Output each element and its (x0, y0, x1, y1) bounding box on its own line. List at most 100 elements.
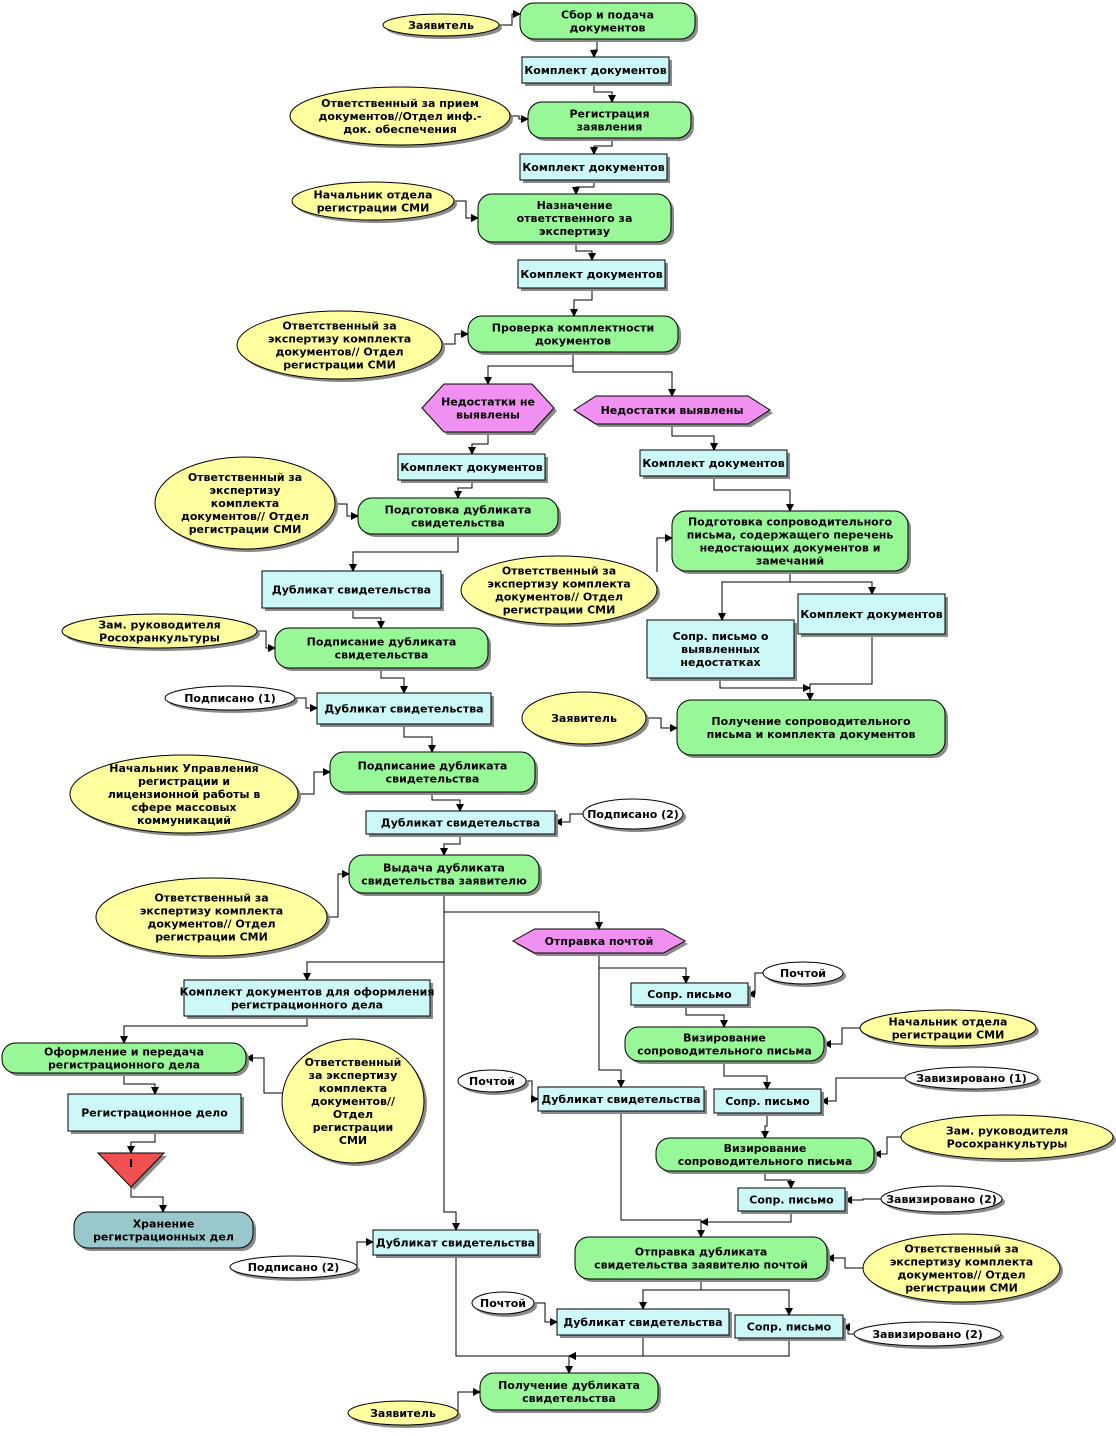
process-box (519, 2, 696, 40)
node-label: письма, содержащего перечень (687, 529, 894, 542)
connector-arrow (823, 1027, 860, 1048)
node-label: документов// Отдел (147, 918, 275, 931)
document-box (519, 153, 668, 181)
node-label: Регистрация (569, 108, 649, 121)
node-label: Сопр. письмо о (673, 630, 769, 643)
note-ellipse (229, 1255, 358, 1279)
node-label: экспертизу комплекта (487, 578, 630, 591)
node-label: Дубликат свидетельства (563, 1316, 722, 1329)
node-label: Ответственный за (154, 892, 268, 905)
node-label: недостающих документов и (700, 542, 881, 555)
connector-arrow (873, 1136, 901, 1158)
connector-arrow (789, 571, 876, 595)
node-document: Сопр. письмо (737, 1187, 848, 1214)
node-label: Недостатки выявлены (601, 404, 744, 417)
role-ellipse (347, 1400, 459, 1426)
node-label: регистрации и (138, 775, 230, 788)
connector-arrow (598, 953, 625, 1088)
connector-arrow (700, 1211, 792, 1226)
node-label: Завизировано (1) (916, 1072, 1027, 1085)
node-label: Отправка дубликата (635, 1246, 768, 1259)
connector-arrow (510, 115, 529, 123)
node-label: Визирование (683, 1032, 766, 1045)
process-box (479, 1372, 659, 1411)
node-label: Почтой (780, 967, 826, 980)
connector-arrow (455, 1255, 573, 1374)
role-ellipse (154, 456, 336, 550)
role-ellipse (521, 691, 647, 745)
role-ellipse (289, 86, 511, 146)
document-box (261, 570, 442, 609)
document-box (397, 453, 546, 481)
role-ellipse (95, 877, 328, 957)
node-document: Сопр. письмо (734, 1314, 846, 1341)
connector-arrow (806, 634, 873, 701)
decision-hexagon (511, 928, 687, 954)
node-label: регистрационного дела (231, 999, 383, 1012)
node-label: документов// (311, 1095, 396, 1108)
node-label: Комплект документов (642, 457, 784, 470)
node-label: Дубликат свидетельства (324, 703, 483, 716)
decision-hexagon (573, 395, 771, 425)
connector-arrow (844, 1196, 881, 1204)
role-ellipse (236, 310, 443, 380)
node-label: Росохранкультуры (99, 632, 220, 645)
node-label: Дубликат свидетельства (541, 1093, 700, 1106)
node-label: регистрации СМИ (317, 202, 430, 215)
decision-hexagon (421, 383, 555, 433)
role-ellipse (900, 1114, 1114, 1160)
connector-arrow (570, 288, 593, 317)
node-label: регистрационных дел (93, 1231, 234, 1244)
process-box (467, 315, 679, 353)
document-box (639, 449, 788, 477)
node-document: Сопр. письмо (713, 1088, 824, 1116)
node-label: свидетельства заявителю (361, 875, 527, 888)
note-ellipse (762, 961, 844, 985)
note-ellipse (904, 1066, 1039, 1090)
connector-arrow (826, 1254, 863, 1269)
node-label: Комплект документов (400, 461, 542, 474)
node-label: свидетельства (386, 773, 480, 786)
node-label: Начальник отдела (889, 1016, 1008, 1029)
storage-box (73, 1211, 254, 1249)
node-document: Комплект документов (521, 56, 672, 86)
node-label: Получение дубликата (498, 1379, 640, 1392)
document-box (737, 1187, 846, 1212)
node-label: Завизировано (2) (886, 1193, 997, 1206)
node-document: Регистрационное дело (67, 1093, 244, 1134)
connector-arrow (442, 330, 469, 345)
node-label: Ответственный за прием (321, 97, 479, 110)
role-ellipse (382, 13, 500, 37)
node-label: регистрации (313, 1121, 394, 1134)
node-label: Подписано (2) (248, 1261, 340, 1274)
node-label: Ответственный за (502, 565, 616, 578)
connector-arrow (685, 1005, 728, 1028)
connector-arrow (764, 1171, 795, 1189)
node-label: Дубликат свидетельства (272, 584, 431, 597)
connector-arrow (431, 792, 464, 812)
node-label: регистрации СМИ (892, 1029, 1005, 1042)
role-ellipse (61, 613, 258, 649)
node-document: Дубликат свидетельства (261, 570, 444, 611)
process-box (274, 627, 489, 669)
node-note: Почтой (471, 1291, 537, 1317)
connector-arrow (303, 893, 445, 981)
connector-arrow (352, 608, 385, 629)
node-document: Дубликат свидетельства (556, 1308, 732, 1338)
node-role: Заявитель (521, 691, 649, 747)
node-document: Сопр. письмо (630, 982, 751, 1008)
node-label: Проверка комплектности (492, 322, 654, 335)
node-label: комплекта (319, 1082, 387, 1095)
node-label: Начальник отдела (314, 189, 433, 202)
node-label: Ответственный (305, 1056, 402, 1069)
